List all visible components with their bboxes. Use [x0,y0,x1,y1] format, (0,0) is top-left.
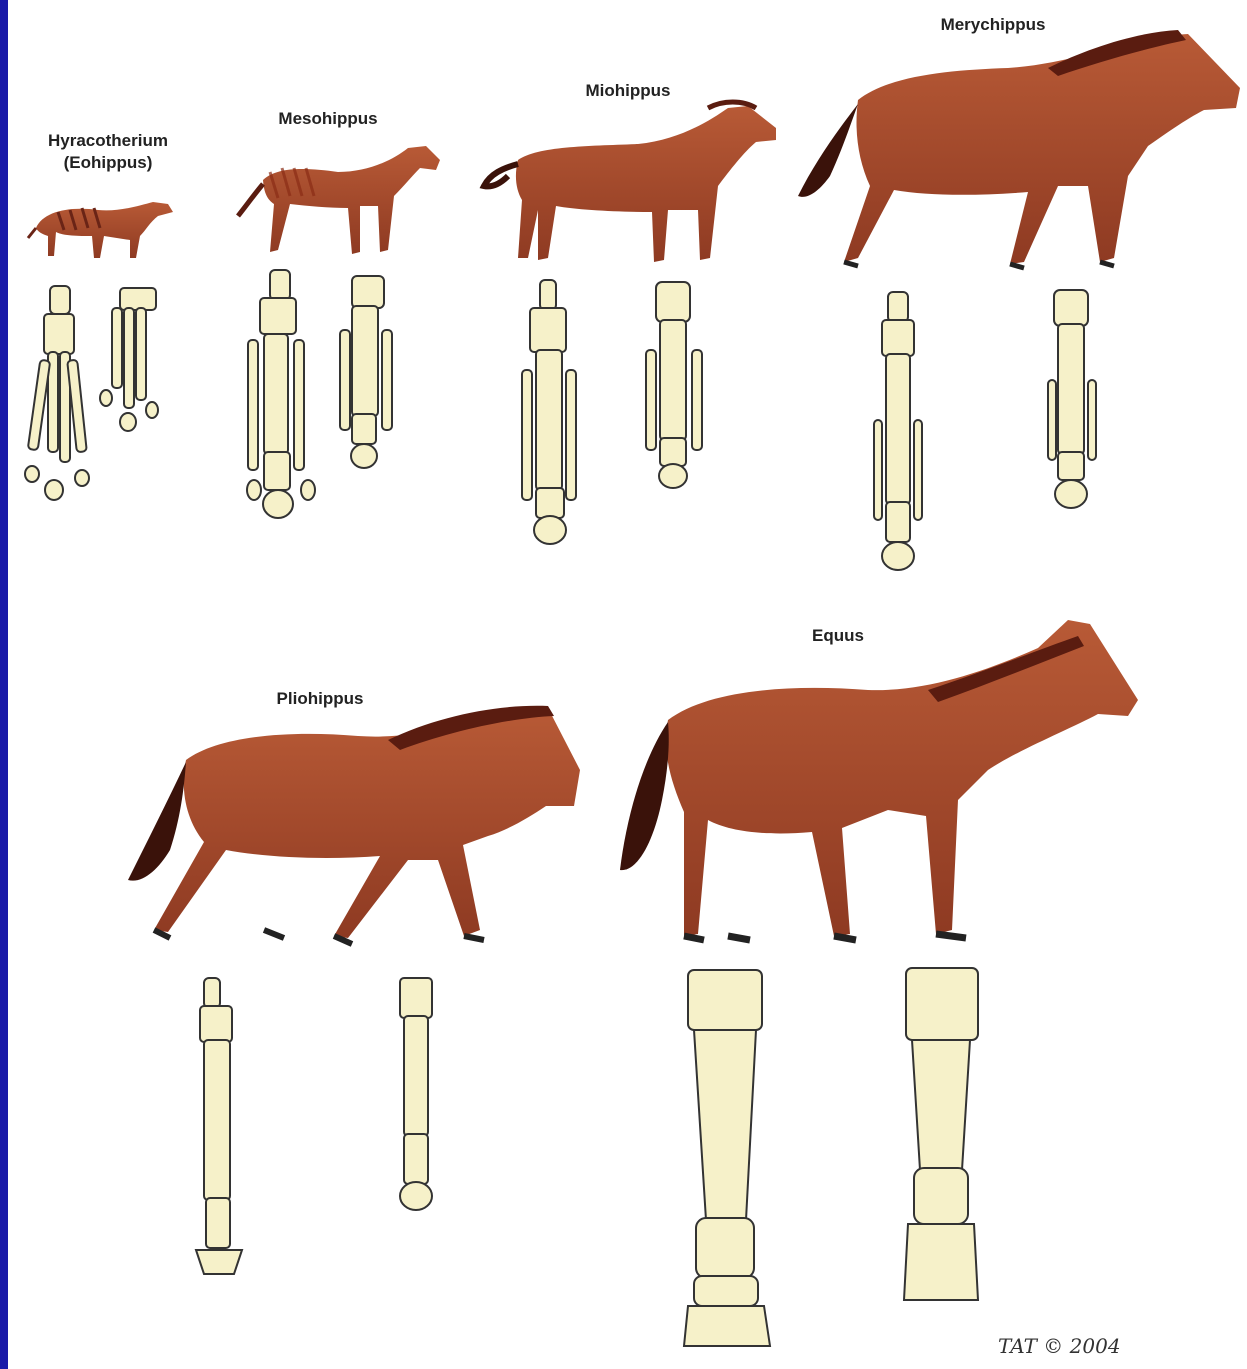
equus-figure [620,620,1138,940]
mesohippus-figure [238,146,440,254]
equus-tail [620,722,669,870]
merychippus-body [844,34,1240,264]
diagram-canvas: Hyracotherium (Eohippus) Mesohippus Mioh… [8,0,1247,1369]
equus-body [666,620,1138,936]
hyracotherium-hind-foot [100,288,158,431]
hyracotherium-front-foot [25,286,89,500]
equus-front-foot [684,970,770,1346]
pliohippus-tail [128,762,186,881]
pliohippus-body [154,708,580,938]
artist-signature: TAT © 2004 [998,1334,1121,1358]
miohippus-front-foot [522,280,576,544]
mesohippus-front-foot [247,270,315,518]
miohippus-hind-foot [646,282,702,488]
pliohippus-figure [128,706,580,944]
merychippus-tail [798,104,858,197]
pliohippus-front-foot [196,978,242,1274]
merychippus-front-foot [874,292,922,570]
hyracotherium-figure [28,202,173,258]
mesohippus-hind-foot [340,276,392,468]
miohippus-body [516,106,776,262]
pliohippus-hind-foot [400,978,432,1210]
merychippus-hind-foot [1048,290,1096,508]
merychippus-figure [798,30,1240,268]
equus-hind-foot [904,968,978,1300]
miohippus-figure [484,102,776,262]
illustration [8,0,1247,1369]
mesohippus-body [263,146,440,254]
hyracotherium-body [36,202,173,258]
